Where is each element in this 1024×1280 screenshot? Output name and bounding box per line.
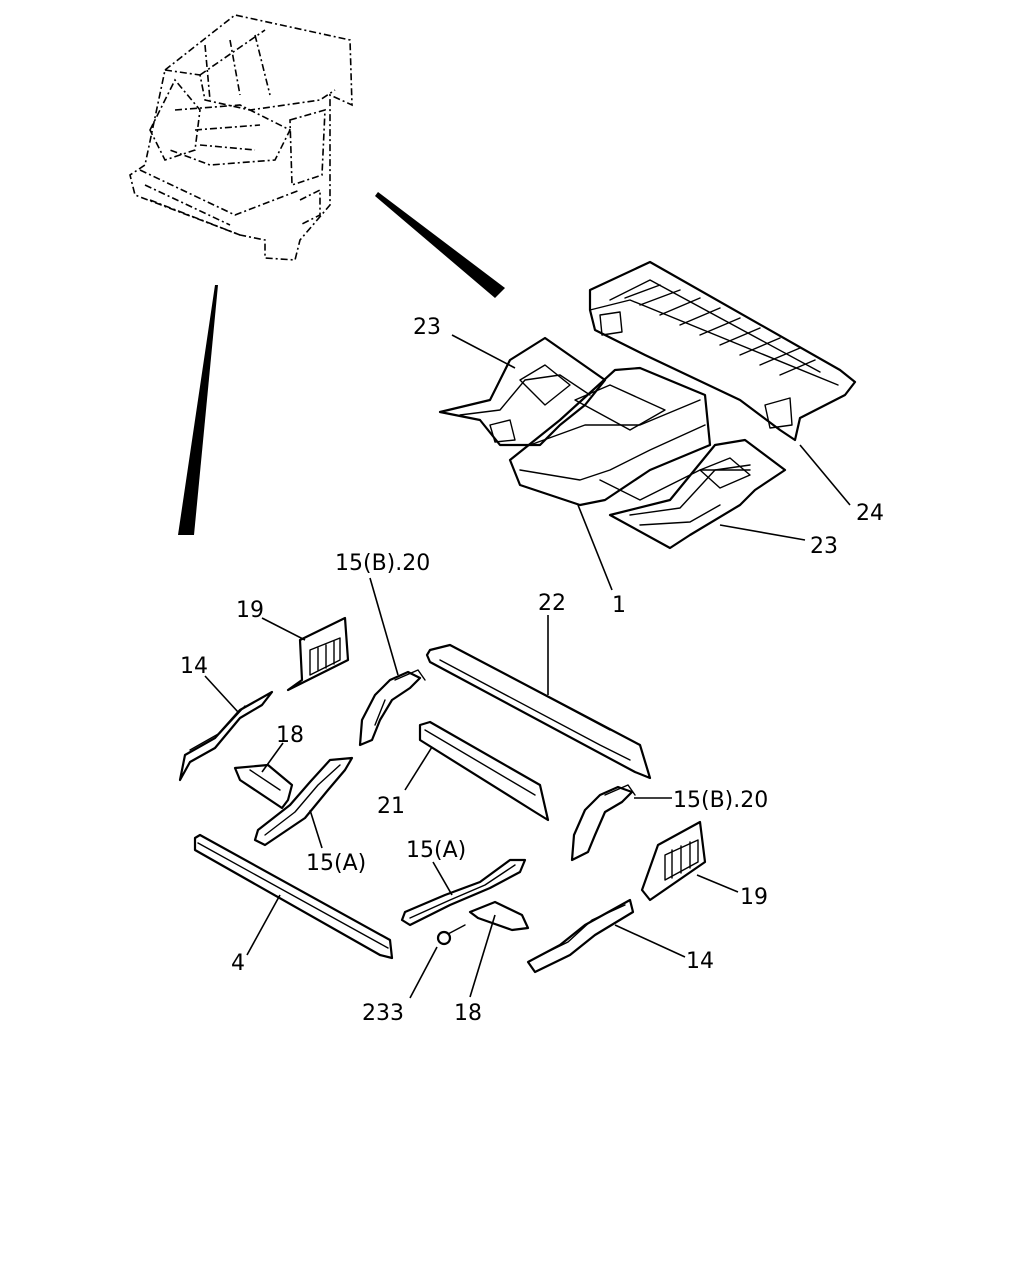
label-19-right: 19 bbox=[740, 885, 768, 910]
label-14-right: 14 bbox=[686, 949, 714, 974]
bracket-19-right bbox=[640, 820, 707, 902]
left-floor-panel bbox=[438, 336, 607, 447]
outrigger-15b-right bbox=[570, 784, 636, 862]
label-18-right: 18 bbox=[454, 1001, 482, 1026]
outrigger-15a-left bbox=[253, 756, 354, 847]
bracket-19-left bbox=[286, 616, 350, 692]
leader-18-right bbox=[469, 914, 496, 998]
callout-labels: 23 24 23 1 15(B).20 22 19 14 18 21 15(B)… bbox=[180, 315, 884, 1026]
arrow-to-floor bbox=[375, 192, 505, 298]
leader-19-right bbox=[696, 874, 739, 893]
label-15a-middle: 15(A) bbox=[406, 838, 466, 863]
leader-233 bbox=[409, 946, 438, 999]
leader-23-left bbox=[451, 334, 516, 369]
label-19-left: 19 bbox=[236, 598, 264, 623]
crossmember-21 bbox=[418, 720, 550, 822]
leader-24 bbox=[799, 444, 851, 506]
bracket-18-left bbox=[233, 763, 294, 810]
arrow-to-frame bbox=[178, 285, 218, 535]
label-1: 1 bbox=[612, 593, 626, 618]
label-15a-left: 15(A) bbox=[306, 851, 366, 876]
leader-1 bbox=[577, 504, 613, 591]
leader-19-left bbox=[261, 617, 306, 641]
label-4: 4 bbox=[231, 951, 245, 976]
crossmember-22 bbox=[425, 643, 652, 780]
label-23-left: 23 bbox=[413, 315, 441, 340]
main-floor-panel bbox=[508, 366, 751, 507]
label-23-right: 23 bbox=[810, 534, 838, 559]
orientation-arrows bbox=[178, 192, 505, 535]
leader-14-left bbox=[204, 675, 239, 713]
bracket-18-right bbox=[468, 900, 530, 932]
label-15b-right: 15(B).20 bbox=[673, 788, 768, 813]
outrigger-15a-middle bbox=[400, 858, 527, 927]
label-15b-top: 15(B).20 bbox=[335, 551, 430, 576]
leader-lines bbox=[204, 334, 851, 999]
right-floor-panel bbox=[608, 438, 787, 550]
leader-18-left bbox=[261, 742, 284, 773]
cab-overview bbox=[129, 14, 353, 261]
leader-15a-left bbox=[309, 809, 323, 849]
side-member-14-left bbox=[178, 690, 274, 782]
leader-15a-middle bbox=[432, 861, 453, 896]
label-24: 24 bbox=[856, 501, 884, 526]
label-233: 233 bbox=[362, 1001, 404, 1026]
label-21: 21 bbox=[377, 794, 405, 819]
label-22: 22 bbox=[538, 591, 566, 616]
rear-floor-panel bbox=[588, 260, 857, 442]
label-18-left: 18 bbox=[276, 723, 304, 748]
side-member-14-right bbox=[526, 898, 635, 974]
leader-4 bbox=[246, 894, 281, 956]
leader-15b-top bbox=[369, 577, 399, 676]
bolt-233 bbox=[436, 924, 466, 946]
label-14-left: 14 bbox=[180, 654, 208, 679]
sill-member-4 bbox=[193, 833, 394, 960]
leader-23-right bbox=[719, 524, 806, 541]
leader-21 bbox=[404, 746, 433, 791]
outrigger-15b-top bbox=[358, 669, 426, 747]
leader-14-right bbox=[614, 924, 686, 958]
